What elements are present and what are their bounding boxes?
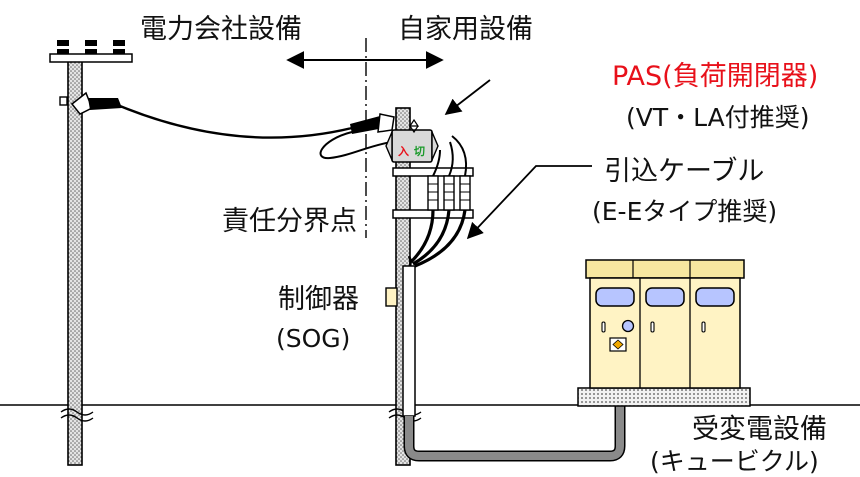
cubicle-meter-icon	[621, 319, 635, 333]
cubicle-base	[577, 387, 751, 407]
pas-leader-arrow	[444, 79, 491, 115]
pas-label: PAS(負荷開閉器)	[612, 61, 818, 92]
cable-leader-arrow	[466, 165, 592, 240]
substation-note: (キュービクル)	[650, 447, 819, 476]
cubicle-window	[595, 287, 635, 307]
utility-pole	[49, 40, 133, 466]
switch-off-mark: 切	[414, 145, 425, 158]
dead-end-clamp-icon	[350, 113, 395, 134]
utility-equipment-label: 電力会社設備	[140, 14, 302, 45]
underground-cable	[403, 405, 626, 462]
customer-pole	[319, 107, 474, 466]
switch-on-mark: 入	[398, 145, 409, 158]
utility-pole-body	[67, 59, 83, 466]
controller-box	[385, 287, 398, 307]
private-equipment-label: 自家用設備	[398, 14, 533, 45]
pole-break-mark	[60, 408, 94, 416]
door-handle	[601, 321, 606, 333]
demarcation-point-label: 責任分界点	[222, 206, 357, 237]
jumper-wire	[319, 131, 393, 160]
dead-end-clamp-icon	[70, 91, 122, 115]
cable-conduit	[402, 265, 416, 417]
service-drop-wire	[119, 104, 353, 139]
controller-note: (SOG)	[276, 324, 350, 353]
drop-cable-note: (E-Eタイプ推奨)	[592, 197, 777, 226]
pas-note: (VT・LA付推奨)	[626, 103, 809, 132]
insulator-icon	[55, 40, 127, 54]
door-handle	[701, 321, 706, 333]
door-handle	[650, 321, 655, 333]
cable-bundle	[409, 209, 435, 264]
cubicle-window	[695, 287, 735, 307]
pole-bracket	[59, 96, 68, 106]
substation-label: 受変電設備	[692, 414, 827, 445]
controller-label: 制御器	[278, 284, 359, 315]
cubicle-roof	[585, 259, 745, 279]
cubicle	[577, 259, 751, 407]
warning-icon	[612, 339, 624, 350]
pas-switch: 入 切	[385, 118, 439, 163]
cubicle-window	[645, 287, 685, 307]
utility-crossarm	[49, 53, 133, 63]
cable-termination-icon	[427, 175, 471, 211]
drop-cable-label: 引込ケーブル	[604, 156, 764, 187]
